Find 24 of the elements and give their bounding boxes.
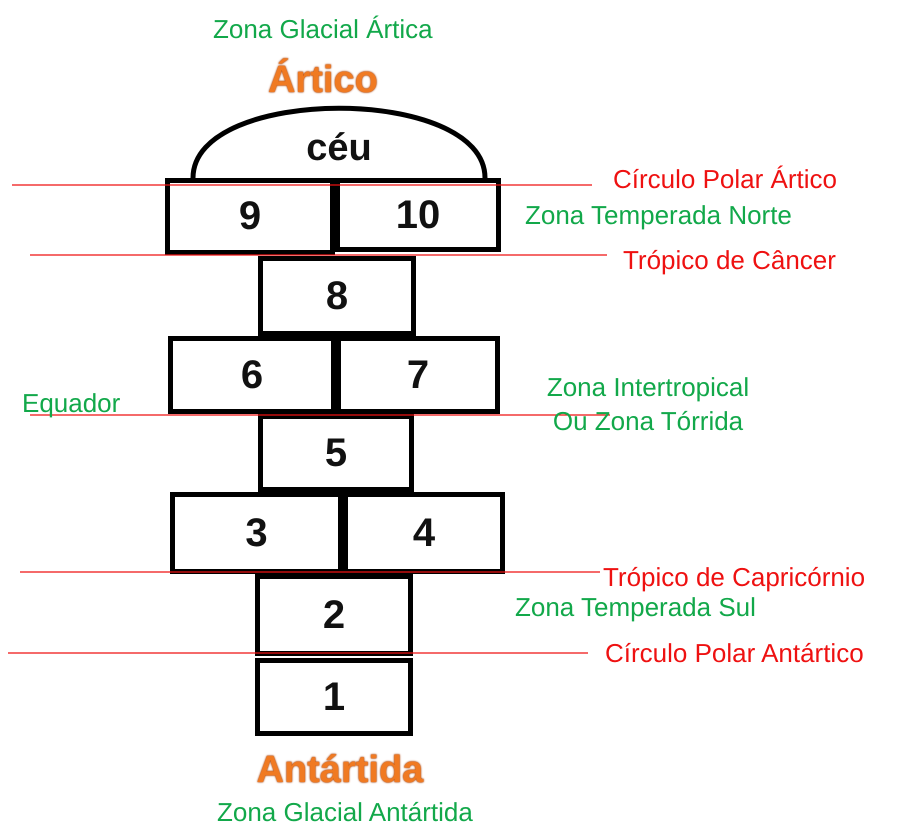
dome-label: céu [305, 127, 373, 170]
zone-label: Zona Temperada Sul [515, 592, 756, 624]
hopscotch-square: 9 [165, 178, 335, 255]
hopscotch-square: 10 [335, 178, 501, 252]
hopscotch-square: 6 [168, 336, 336, 414]
hopscotch-square: 3 [170, 492, 343, 574]
latitude-label: Trópico de Capricórnio [603, 562, 866, 594]
hopscotch-square: 7 [336, 336, 500, 414]
latitude-label: Círculo Polar Antártico [605, 638, 864, 670]
zone-label: Zona Intertropical Ou Zona Tórrida [546, 371, 750, 438]
hopscotch-square: 2 [255, 574, 413, 656]
hopscotch-square: 8 [258, 256, 416, 336]
hopscotch-square: 1 [255, 658, 413, 736]
latitude-label: Trópico de Câncer [623, 245, 836, 276]
pole-label: Ártico [268, 58, 378, 103]
zone-label: Zona Glacial Antártida [217, 797, 473, 828]
pole-label: Antártida [256, 748, 424, 793]
hopscotch-square: 4 [343, 492, 505, 574]
latitude-label: Círculo Polar Ártico [613, 164, 837, 196]
hopscotch-square: 5 [258, 414, 414, 492]
dome-shape [190, 105, 488, 178]
zone-label: Zona Temperada Norte [525, 200, 792, 232]
zone-label: Zona Glacial Ártica [213, 14, 433, 46]
zone-label: Equador [22, 388, 120, 420]
